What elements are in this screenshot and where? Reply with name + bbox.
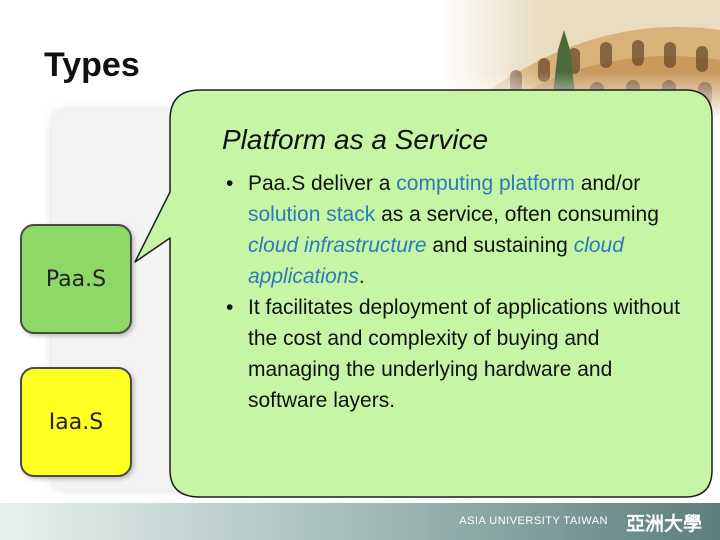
cloud-infrastructure-link[interactable]: cloud infrastructure — [248, 234, 427, 257]
footer-university-text: ASIA UNIVERSITY TAIWAN — [459, 515, 608, 527]
footer-bar: ASIA UNIVERSITY TAIWAN 亞洲大學 — [0, 503, 720, 540]
bullet-item-2: • It facilitates deployment of applicati… — [222, 292, 692, 416]
bullet-1-text-part5: . — [358, 265, 365, 288]
bullet-1-text-part1: Paa.S deliver a — [248, 172, 397, 195]
bullet-1-text-part3: as a service, often consuming — [375, 203, 659, 226]
bullet-1-text-part4: and sustaining — [426, 234, 574, 257]
bullet-item-1: • Paa.S deliver a computing platform and… — [222, 168, 692, 292]
iaas-box: Iaa.S — [20, 367, 132, 477]
bullet-icon: • — [226, 296, 234, 319]
university-logo: 亞洲大學 — [625, 513, 702, 535]
paas-box: Paa.S — [20, 224, 132, 334]
callout-bullet-list: • Paa.S deliver a computing platform and… — [222, 168, 692, 416]
cloud-applications-link[interactable]: cloud applications — [248, 234, 624, 288]
slide-title: Types — [44, 46, 140, 84]
bullet-2-text: It facilitates deployment of application… — [248, 296, 680, 412]
bullet-icon: • — [226, 172, 234, 195]
callout-content: Platform as a Service • Paa.S deliver a … — [222, 124, 692, 416]
solution-stack-link[interactable]: solution stack — [248, 203, 376, 226]
callout-title: Platform as a Service — [222, 124, 489, 155]
computing-platform-link[interactable]: computing platform — [396, 172, 575, 195]
bullet-1-text-part2: and/or — [574, 172, 641, 195]
